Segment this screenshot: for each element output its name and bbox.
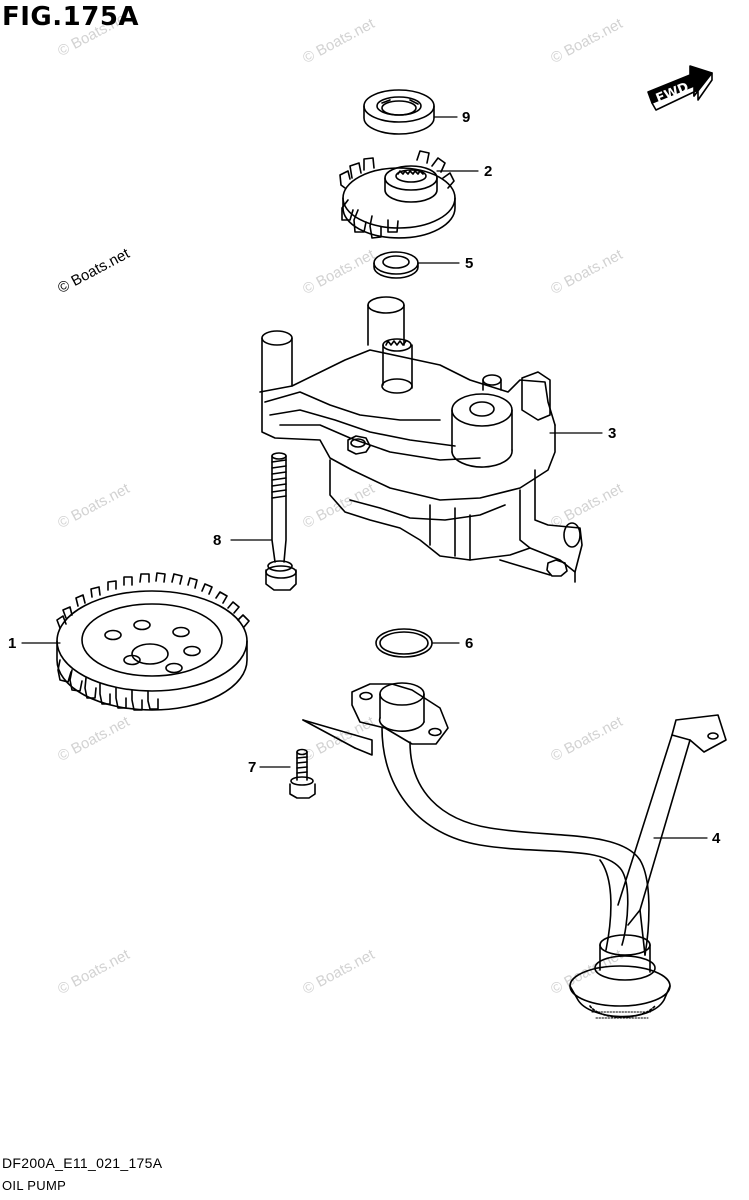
diagram-name: OIL PUMP	[2, 1178, 67, 1193]
fwd-arrow-icon: FWD	[647, 64, 713, 112]
callout-1[interactable]: 1	[8, 635, 17, 652]
part-3-pump-body	[259, 296, 583, 583]
callout-6[interactable]: 6	[465, 635, 474, 652]
callout-5[interactable]: 5	[465, 255, 474, 272]
callout-4[interactable]: 4	[712, 830, 721, 847]
callout-9[interactable]: 9	[462, 109, 471, 126]
callout-3[interactable]: 3	[608, 425, 617, 442]
part-1-gear	[56, 572, 250, 711]
diagram-code: DF200A_E11_021_175A	[2, 1155, 163, 1171]
part-7-bolt	[289, 719, 373, 799]
leader-lines	[21, 116, 708, 839]
part-5-washer	[373, 251, 419, 279]
callout-2[interactable]: 2	[484, 163, 493, 180]
callout-7[interactable]: 7	[248, 759, 257, 776]
part-6-o-ring	[375, 628, 433, 658]
part-8-bolt	[265, 452, 297, 591]
part-9-bearing	[363, 89, 435, 135]
part-4-oil-strainer	[351, 682, 727, 1019]
figure-title: FIG.175A	[2, 2, 140, 32]
part-2-gear	[339, 150, 456, 239]
callout-8[interactable]: 8	[213, 532, 222, 549]
